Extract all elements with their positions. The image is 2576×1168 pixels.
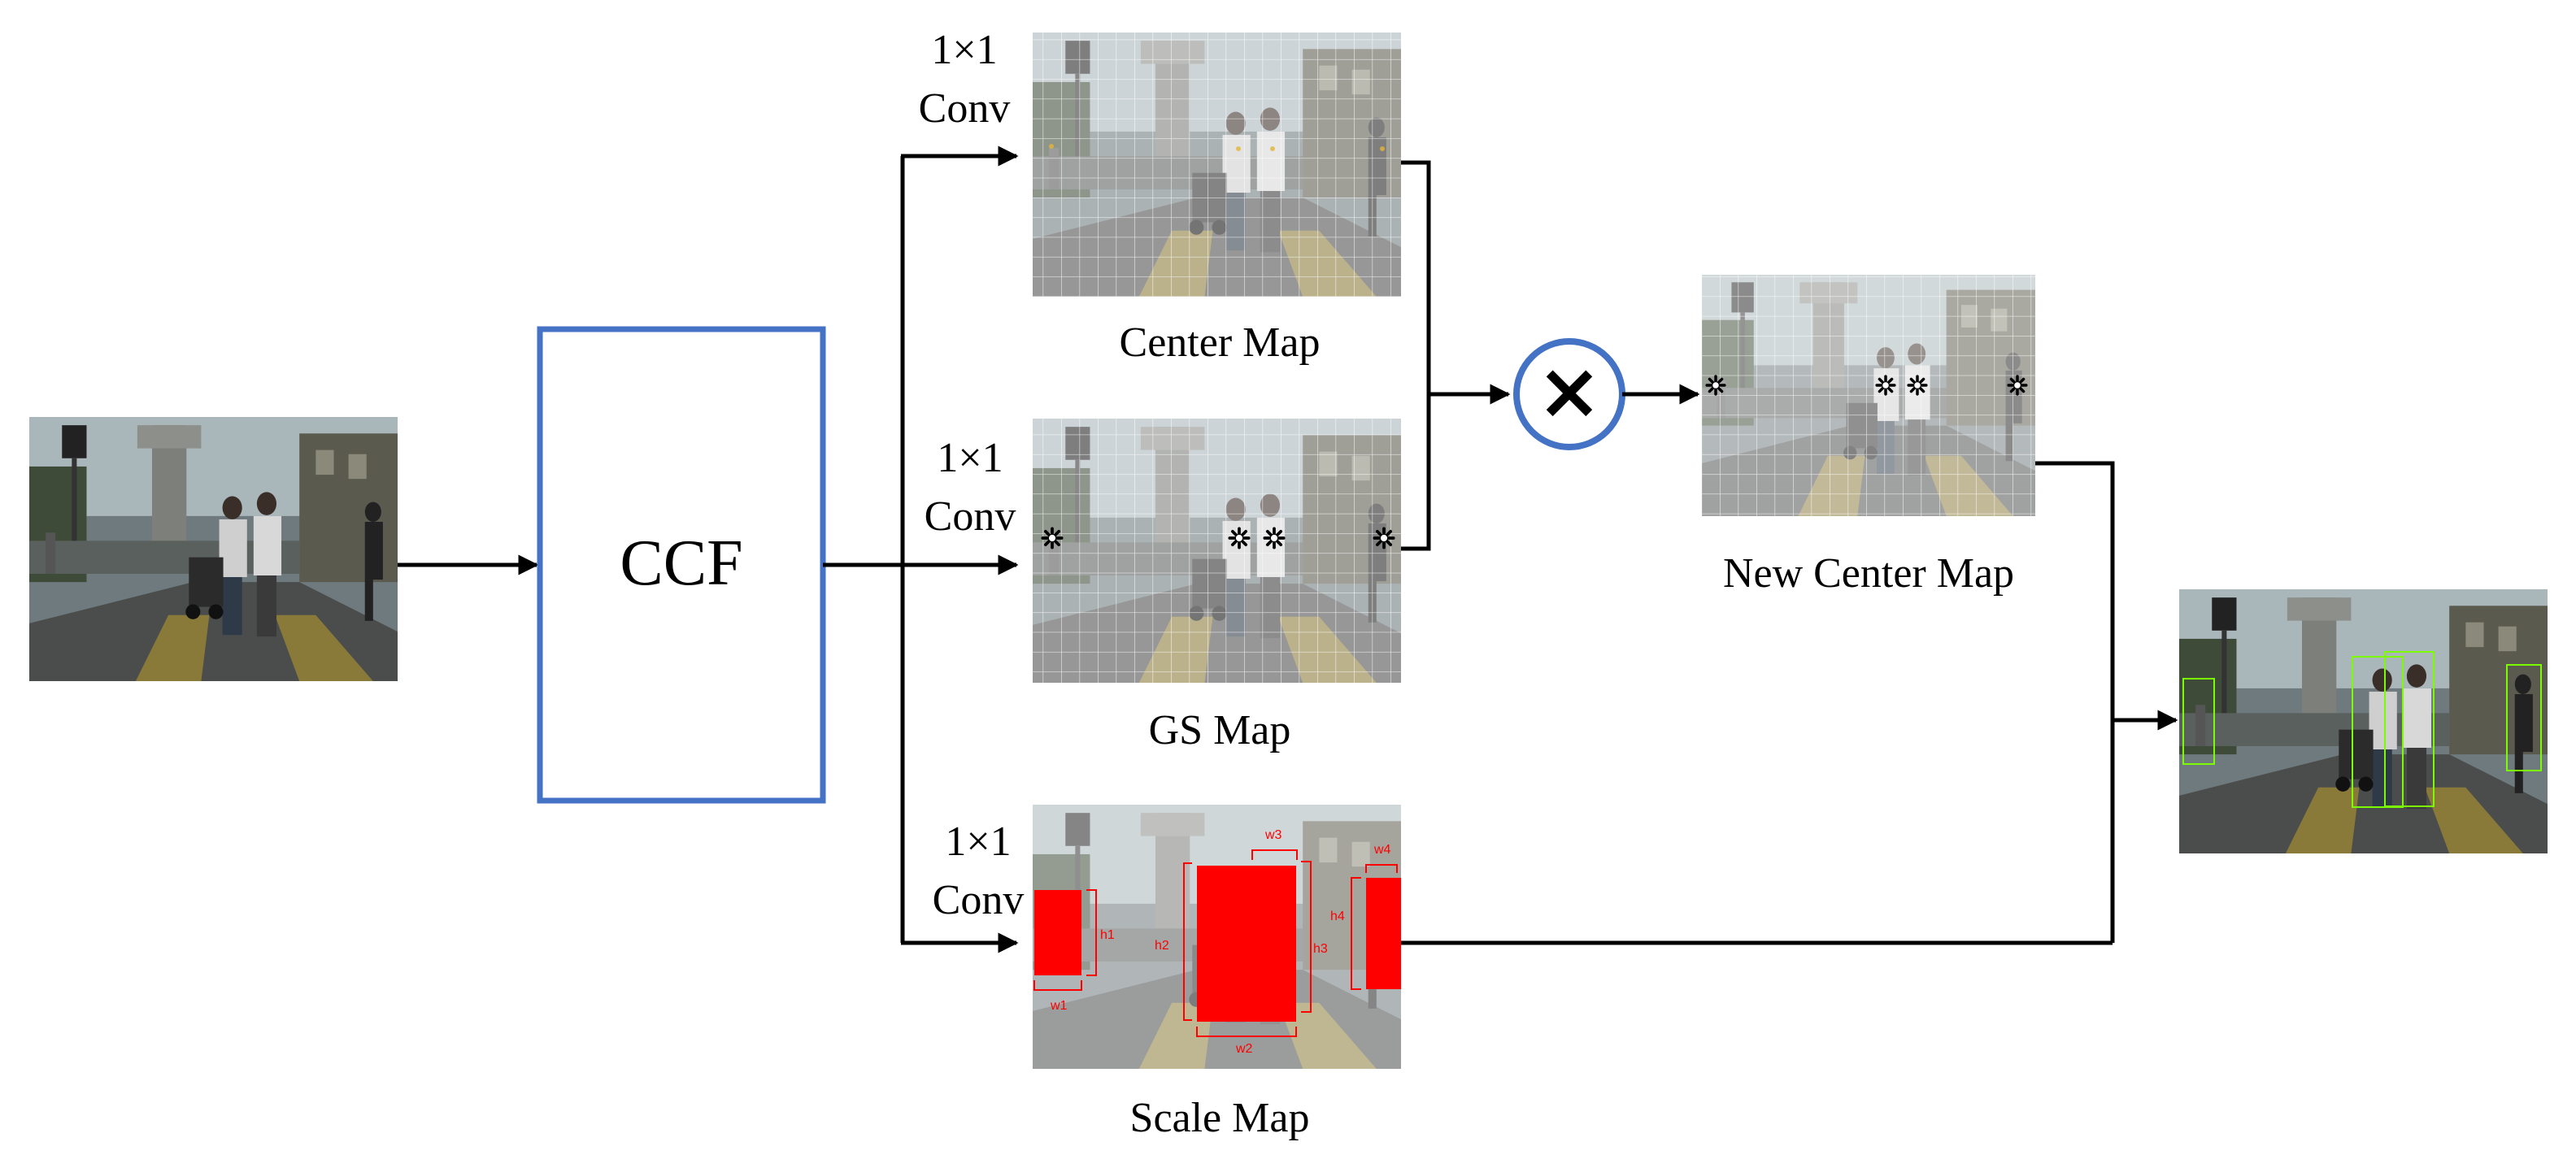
detection-box-4 xyxy=(2506,664,2542,771)
conv-label-line2: Conv xyxy=(933,877,1025,923)
star-marker-1 xyxy=(1041,527,1064,549)
detection-box-1 xyxy=(2182,678,2215,765)
star-marker-3 xyxy=(1907,375,1928,396)
conv-label-scale: 1×1 Conv xyxy=(933,818,1025,923)
star-marker-4 xyxy=(2007,375,2028,396)
scale-box-1 xyxy=(1034,890,1081,975)
gs-map-image xyxy=(1033,419,1401,683)
center-map-label: Center Map xyxy=(1120,319,1321,366)
scale-map-image: h1 w1 h2 w2 h3 w3 h4 w4 xyxy=(1033,805,1401,1069)
star-marker-2 xyxy=(1875,375,1896,396)
w1-label: w1 xyxy=(1050,999,1068,1013)
conv-label-center: 1×1 Conv xyxy=(919,27,1011,132)
star-marker-3 xyxy=(1263,527,1286,549)
star-marker-1 xyxy=(1705,375,1726,396)
scale-box-4 xyxy=(1366,878,1401,989)
multiply-icon: × xyxy=(1537,345,1602,436)
detection-box-2 xyxy=(2352,656,2404,808)
merge-connector xyxy=(1401,160,1511,551)
w4-label: w4 xyxy=(1373,843,1391,857)
conv-label-line1: 1×1 xyxy=(945,818,1011,865)
output-image xyxy=(2179,589,2548,853)
w3-label: w3 xyxy=(1264,828,1282,842)
h3-label: h3 xyxy=(1313,942,1328,956)
detection-box-3 xyxy=(2384,651,2435,807)
input-image xyxy=(29,417,398,681)
star-marker-4 xyxy=(1373,527,1395,549)
scale-map-label: Scale Map xyxy=(1130,1095,1310,1141)
ccf-block: CCF xyxy=(537,326,826,804)
conv-label-line2: Conv xyxy=(925,493,1016,540)
conv-label-line1: 1×1 xyxy=(937,435,1003,481)
new-center-map-label: New Center Map xyxy=(1723,550,2014,597)
conv-label-gs: 1×1 Conv xyxy=(925,435,1016,540)
conv-label-line2: Conv xyxy=(919,85,1011,132)
multiply-node: × xyxy=(1513,338,1625,450)
branch-connector xyxy=(823,145,1019,953)
center-map-image xyxy=(1033,33,1401,297)
scale-box-2 xyxy=(1197,866,1296,1022)
star-marker-2 xyxy=(1228,527,1251,549)
output-connector xyxy=(1401,461,2178,945)
new-center-map-image xyxy=(1702,275,2035,516)
ccf-label: CCF xyxy=(620,528,742,599)
h1-label: h1 xyxy=(1100,928,1115,942)
w2-label: w2 xyxy=(1235,1042,1253,1056)
h2-label: h2 xyxy=(1155,939,1169,953)
conv-label-line1: 1×1 xyxy=(931,27,997,73)
gs-map-label: GS Map xyxy=(1149,707,1291,753)
h4-label: h4 xyxy=(1330,910,1345,923)
